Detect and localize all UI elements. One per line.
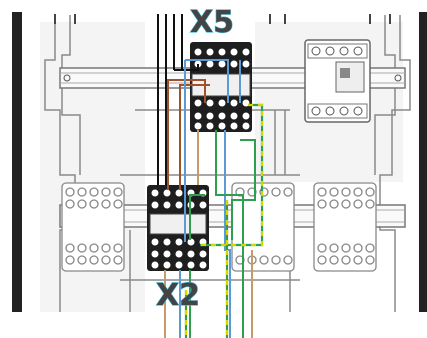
wires-black xyxy=(157,14,199,185)
wires-brown xyxy=(167,79,210,190)
terminal-label-x2: X2 xyxy=(156,278,200,313)
left-cabinet-rail xyxy=(12,12,22,312)
terminal-block-x2 xyxy=(147,185,209,271)
top-tick-marks xyxy=(54,14,391,24)
terminal-block-x5 xyxy=(190,42,252,132)
wires-tan xyxy=(164,130,253,338)
circuit-breaker xyxy=(304,39,371,123)
wires-green-yellow xyxy=(184,103,264,338)
terminal-label-x5: X5 xyxy=(190,5,234,40)
wires-green xyxy=(189,130,256,338)
right-cabinet-rail xyxy=(419,12,427,312)
terminal-block-gray-left xyxy=(61,182,125,272)
terminal-block-gray-right xyxy=(313,182,377,272)
